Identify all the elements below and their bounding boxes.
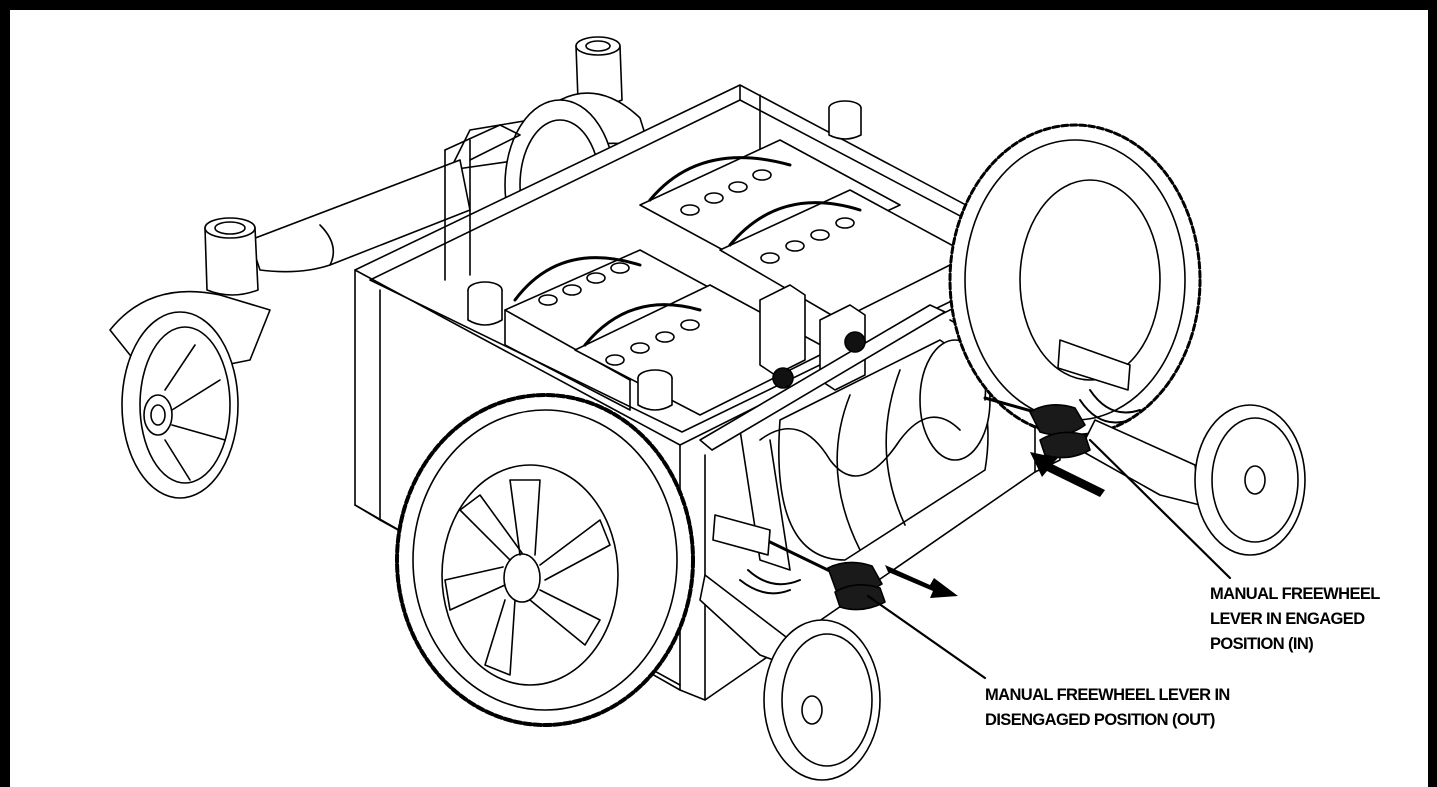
front-left-caster bbox=[109, 159, 471, 499]
engaged-leader-line bbox=[1088, 438, 1232, 580]
disengaged-direction-arrow bbox=[885, 565, 958, 598]
battery-vent-caps bbox=[538, 169, 855, 366]
disengaged-callout-line-2: DISENGAGED POSITION (OUT) bbox=[985, 711, 1215, 729]
engaged-direction-arrow bbox=[1030, 452, 1105, 497]
disengaged-leader-line bbox=[866, 594, 987, 680]
left-drive-wheel bbox=[395, 393, 695, 727]
disengaged-freewheel-lever bbox=[768, 540, 886, 611]
engaged-lever-callout: MANUAL FREEWHEEL LEVER IN ENGAGED POSITI… bbox=[1210, 582, 1380, 657]
engaged-callout-line-1: MANUAL FREEWHEEL bbox=[1210, 585, 1380, 603]
engaged-freewheel-lever bbox=[983, 396, 1091, 459]
right-drive-wheel bbox=[948, 123, 1202, 437]
disengaged-callout-line-1: MANUAL FREEWHEEL LEVER IN bbox=[985, 686, 1230, 704]
right-anti-tip-caster bbox=[1057, 339, 1306, 556]
controller-connectors bbox=[699, 284, 987, 477]
wheel-spokes bbox=[444, 479, 611, 676]
disengaged-lever-callout: MANUAL FREEWHEEL LEVER IN DISENGAGED POS… bbox=[985, 683, 1230, 733]
engaged-callout-line-3: POSITION (IN) bbox=[1210, 635, 1314, 653]
left-anti-tip-caster bbox=[699, 514, 881, 781]
engaged-callout-line-2: LEVER IN ENGAGED bbox=[1210, 610, 1365, 628]
